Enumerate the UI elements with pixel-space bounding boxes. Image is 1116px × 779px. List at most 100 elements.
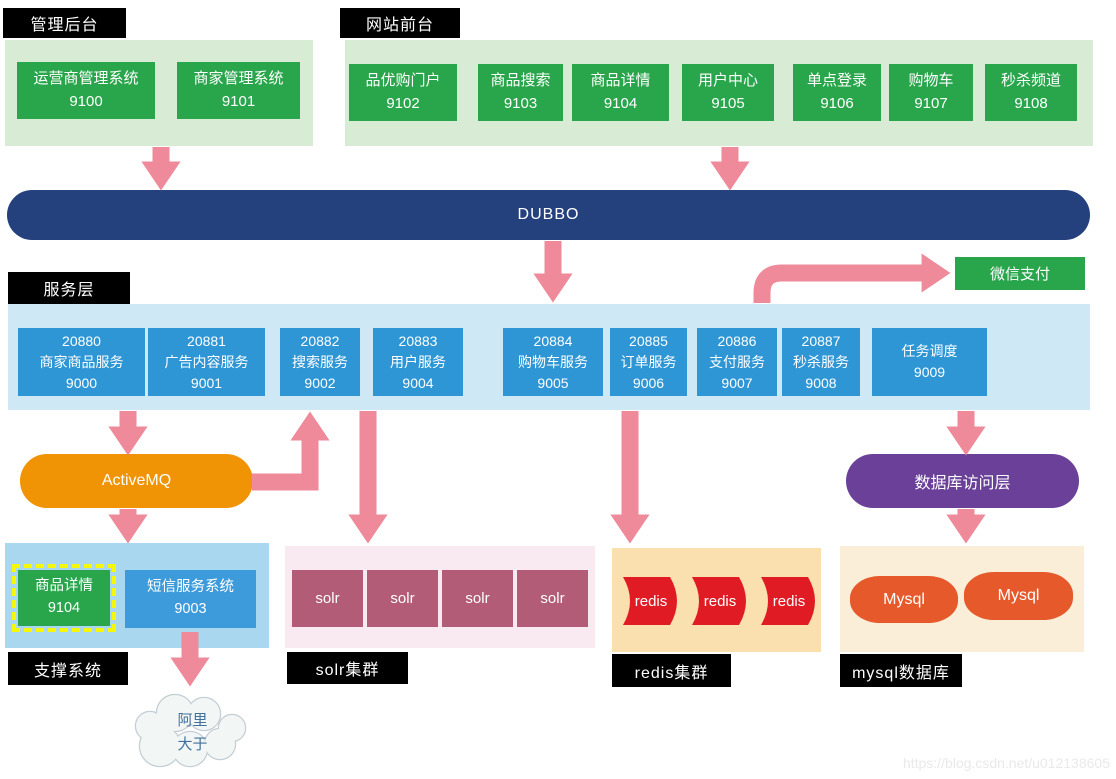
node-title: 秒杀频道 <box>1000 72 1061 89</box>
mysql-db-container: Mysql Mysql <box>840 546 1084 652</box>
svc-line: 20883 <box>398 332 438 349</box>
activemq-label: ActiveMQ <box>101 472 172 489</box>
svc-seckill-9008: 20887 秒杀服务 9008 <box>782 328 860 396</box>
solr-label: solr <box>315 590 340 607</box>
node-title: 运营商管理系统 <box>33 70 139 87</box>
svc-line: 9000 <box>65 374 98 391</box>
svc-line: 20886 <box>717 332 757 349</box>
redis-label: redis <box>635 593 668 610</box>
cloud-text: 阿里 大于 <box>130 686 255 778</box>
node-title: 用户中心 <box>697 72 758 89</box>
svc-line: 9009 <box>913 364 946 380</box>
node-sso-9106: 单点登录 9106 <box>793 64 881 121</box>
cloud-line-2: 大于 <box>177 736 208 753</box>
admin-backend-container: 运营商管理系统 9100 商家管理系统 9101 <box>5 40 313 146</box>
svc-task-schedule-9009: 任务调度 9009 <box>872 328 987 396</box>
node-port: 9106 <box>820 94 854 112</box>
mysql-label: Mysql <box>997 587 1040 604</box>
cloud-shape-icon <box>134 693 247 768</box>
service-layer-container: 20880 商家商品服务 9000 20881 广告内容服务 9001 2088… <box>8 304 1090 410</box>
node-port: 9104 <box>47 600 81 616</box>
db-access-layer-label: 数据库访问层 <box>914 475 1011 492</box>
svc-line: 9007 <box>721 374 753 391</box>
solr-label: solr <box>465 590 490 607</box>
svc-line: 9001 <box>190 374 223 391</box>
node-user-center-9105: 用户中心 9105 <box>682 64 774 121</box>
service-layer-label: 服务层 <box>8 272 130 304</box>
website-front-label: 网站前台 <box>340 8 460 38</box>
svc-ad-content-9001: 20881 广告内容服务 9001 <box>148 328 265 396</box>
redis-cluster-container: redis redis redis <box>612 548 821 652</box>
svc-line: 商家商品服务 <box>39 353 124 370</box>
node-wechat-pay: 微信支付 <box>955 257 1085 290</box>
solr-node-1: solr <box>292 570 363 627</box>
solr-label: solr <box>390 590 415 607</box>
wechat-pay-label: 微信支付 <box>989 266 1050 283</box>
node-cart-9107: 购物车 9107 <box>889 64 973 121</box>
svc-line: 20880 <box>62 332 101 349</box>
svc-line: 9004 <box>402 374 434 391</box>
node-operator-admin-9100: 运营商管理系统 9100 <box>17 62 155 119</box>
support-system-container: 商品详情 9104 短信服务系统 9003 <box>5 543 269 648</box>
solr-cluster-label: solr集群 <box>287 652 408 684</box>
node-goods-detail-9104: 商品详情 9104 <box>572 64 669 121</box>
svc-line: 9006 <box>632 374 665 391</box>
svc-line: 20882 <box>300 332 340 349</box>
node-port: 9100 <box>69 92 103 110</box>
node-port: 9003 <box>174 601 207 617</box>
node-title: 商家管理系统 <box>193 70 284 87</box>
svc-line: 9002 <box>304 374 336 391</box>
website-front-container: 品优购门户 9102 商品搜索 9103 商品详情 9104 用户中心 9105… <box>345 40 1093 146</box>
svc-line: 20884 <box>533 332 573 349</box>
svc-cart-9005: 20884 购物车服务 9005 <box>503 328 603 396</box>
node-port: 9104 <box>603 94 638 112</box>
solr-label: solr <box>540 590 565 607</box>
svc-line: 搜索服务 <box>292 353 348 370</box>
node-port: 9105 <box>711 94 745 112</box>
svc-user-9004: 20883 用户服务 9004 <box>373 328 463 396</box>
svc-line: 秒杀服务 <box>793 353 849 370</box>
admin-backend-label: 管理后台 <box>3 8 126 38</box>
svc-line: 20885 <box>629 332 668 349</box>
dubbo-bar: DUBBO <box>7 190 1090 240</box>
svc-line: 订单服务 <box>620 353 677 370</box>
cloud-line-1: 阿里 <box>177 712 208 729</box>
mysql-db-label: mysql数据库 <box>840 654 962 687</box>
node-port: 9107 <box>914 94 948 112</box>
node-port: 9102 <box>386 94 420 112</box>
solr-cluster-container: solr solr solr solr <box>285 546 595 648</box>
redis-cluster-label: redis集群 <box>612 654 731 687</box>
node-portal-9102: 品优购门户 9102 <box>349 64 457 121</box>
arrow-pay-to-wechat <box>753 253 951 303</box>
node-port: 9101 <box>221 92 256 110</box>
node-title: 商品详情 <box>590 72 651 89</box>
node-goods-search-9103: 商品搜索 9103 <box>478 64 563 121</box>
db-access-layer-pill: 数据库访问层 <box>846 454 1079 508</box>
mysql-node-2: Mysql <box>964 572 1073 620</box>
support-system-label: 支撑系统 <box>8 652 128 685</box>
redis-label: redis <box>704 593 737 610</box>
svc-line: 20887 <box>801 332 841 349</box>
node-port: 9108 <box>1014 94 1048 112</box>
svc-order-9006: 20885 订单服务 9006 <box>610 328 687 396</box>
svc-line: 9005 <box>537 374 569 391</box>
svc-search-9002: 20882 搜索服务 9002 <box>280 328 360 396</box>
node-seckill-channel-9108: 秒杀频道 9108 <box>985 64 1077 121</box>
arrow-activemq-to-search-service <box>252 411 330 491</box>
redis-node-2: redis <box>692 577 746 625</box>
svc-merchant-goods-9000: 20880 商家商品服务 9000 <box>18 328 145 396</box>
node-title: 商品搜索 <box>490 72 551 89</box>
svc-line: 9008 <box>805 374 837 391</box>
svc-line: 支付服务 <box>709 353 765 370</box>
redis-nodes: redis redis redis <box>623 577 815 625</box>
svc-line: 用户服务 <box>390 353 446 370</box>
solr-node-4: solr <box>517 570 588 627</box>
node-title: 品优购门户 <box>365 72 441 89</box>
activemq-pill: ActiveMQ <box>20 454 253 508</box>
svc-line: 20881 <box>187 332 226 349</box>
ali-dayu-cloud: 阿里 大于 <box>130 686 255 776</box>
svc-line: 任务调度 <box>901 343 958 359</box>
mysql-node-1: Mysql <box>850 576 958 623</box>
support-goods-detail-9104: 商品详情 9104 <box>12 564 116 632</box>
